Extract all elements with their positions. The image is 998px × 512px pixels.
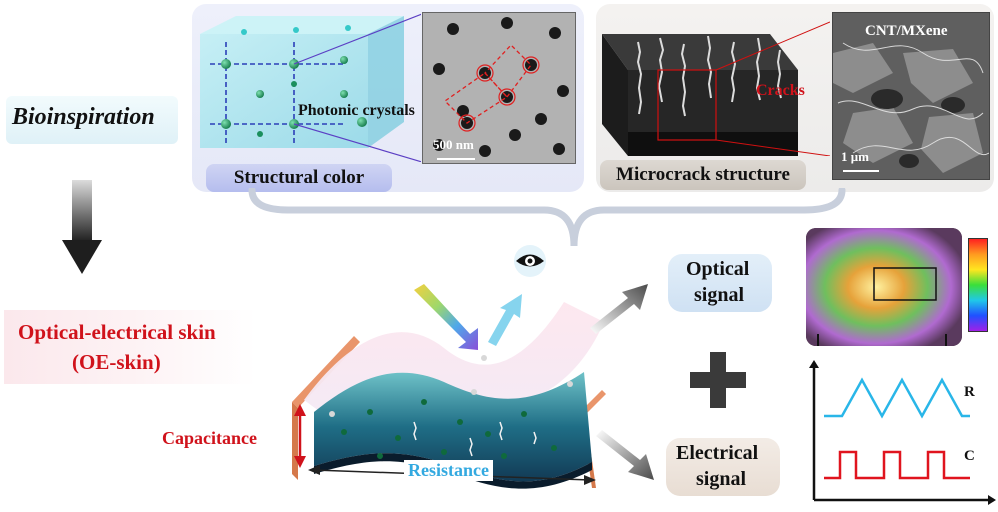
oe-skin-title: Optical-electrical skin	[18, 320, 216, 344]
bioinspiration-title: Bioinspiration	[12, 104, 155, 130]
electrical-signal-line2: signal	[696, 468, 747, 490]
signal-plot	[809, 360, 996, 505]
microcrack-block	[602, 21, 830, 156]
photonic-crystals-label: Photonic crystals	[298, 102, 415, 119]
cracks-label: Cracks	[756, 82, 805, 99]
microcrack-structure-label: Microcrack structure	[600, 160, 806, 190]
sem-scale-bar: 1 μm	[841, 149, 869, 164]
oe-skin-subtitle: (OE-skin)	[72, 350, 161, 374]
oe-skin-photo	[806, 228, 962, 346]
r-signal-line	[824, 377, 970, 419]
color-scale-bar	[968, 238, 988, 332]
plus-icon	[690, 352, 746, 408]
sem-image: CNT/MXene 1 μm	[832, 12, 990, 180]
down-arrow	[62, 180, 102, 274]
tem-image: 500 nm	[422, 12, 576, 164]
optical-signal-box	[668, 254, 772, 312]
capacitance-label: Capacitance	[162, 428, 257, 448]
c-signal-label: C	[964, 448, 975, 464]
optical-signal-line2: signal	[694, 284, 745, 306]
merge-brace	[248, 188, 846, 247]
resistance-label: Resistance	[404, 460, 493, 481]
r-signal-label: R	[964, 384, 975, 400]
electrical-arrow	[596, 430, 654, 480]
bioinspiration-box	[6, 96, 178, 144]
photonic-crystal-cube	[200, 13, 421, 162]
electrical-signal-line1: Electrical	[676, 442, 759, 464]
sem-material-label: CNT/MXene	[865, 23, 948, 39]
eye-icon	[514, 245, 546, 277]
electrical-signal-box	[666, 438, 780, 496]
structural-color-label: Structural color	[206, 164, 392, 192]
tem-scale-bar: 500 nm	[433, 137, 474, 152]
oe-skin-wave-diagram	[292, 284, 606, 489]
optical-arrow	[590, 284, 648, 334]
c-signal-line	[824, 450, 970, 480]
oe-skin-box	[4, 310, 256, 384]
optical-signal-line1: Optical	[686, 258, 750, 280]
